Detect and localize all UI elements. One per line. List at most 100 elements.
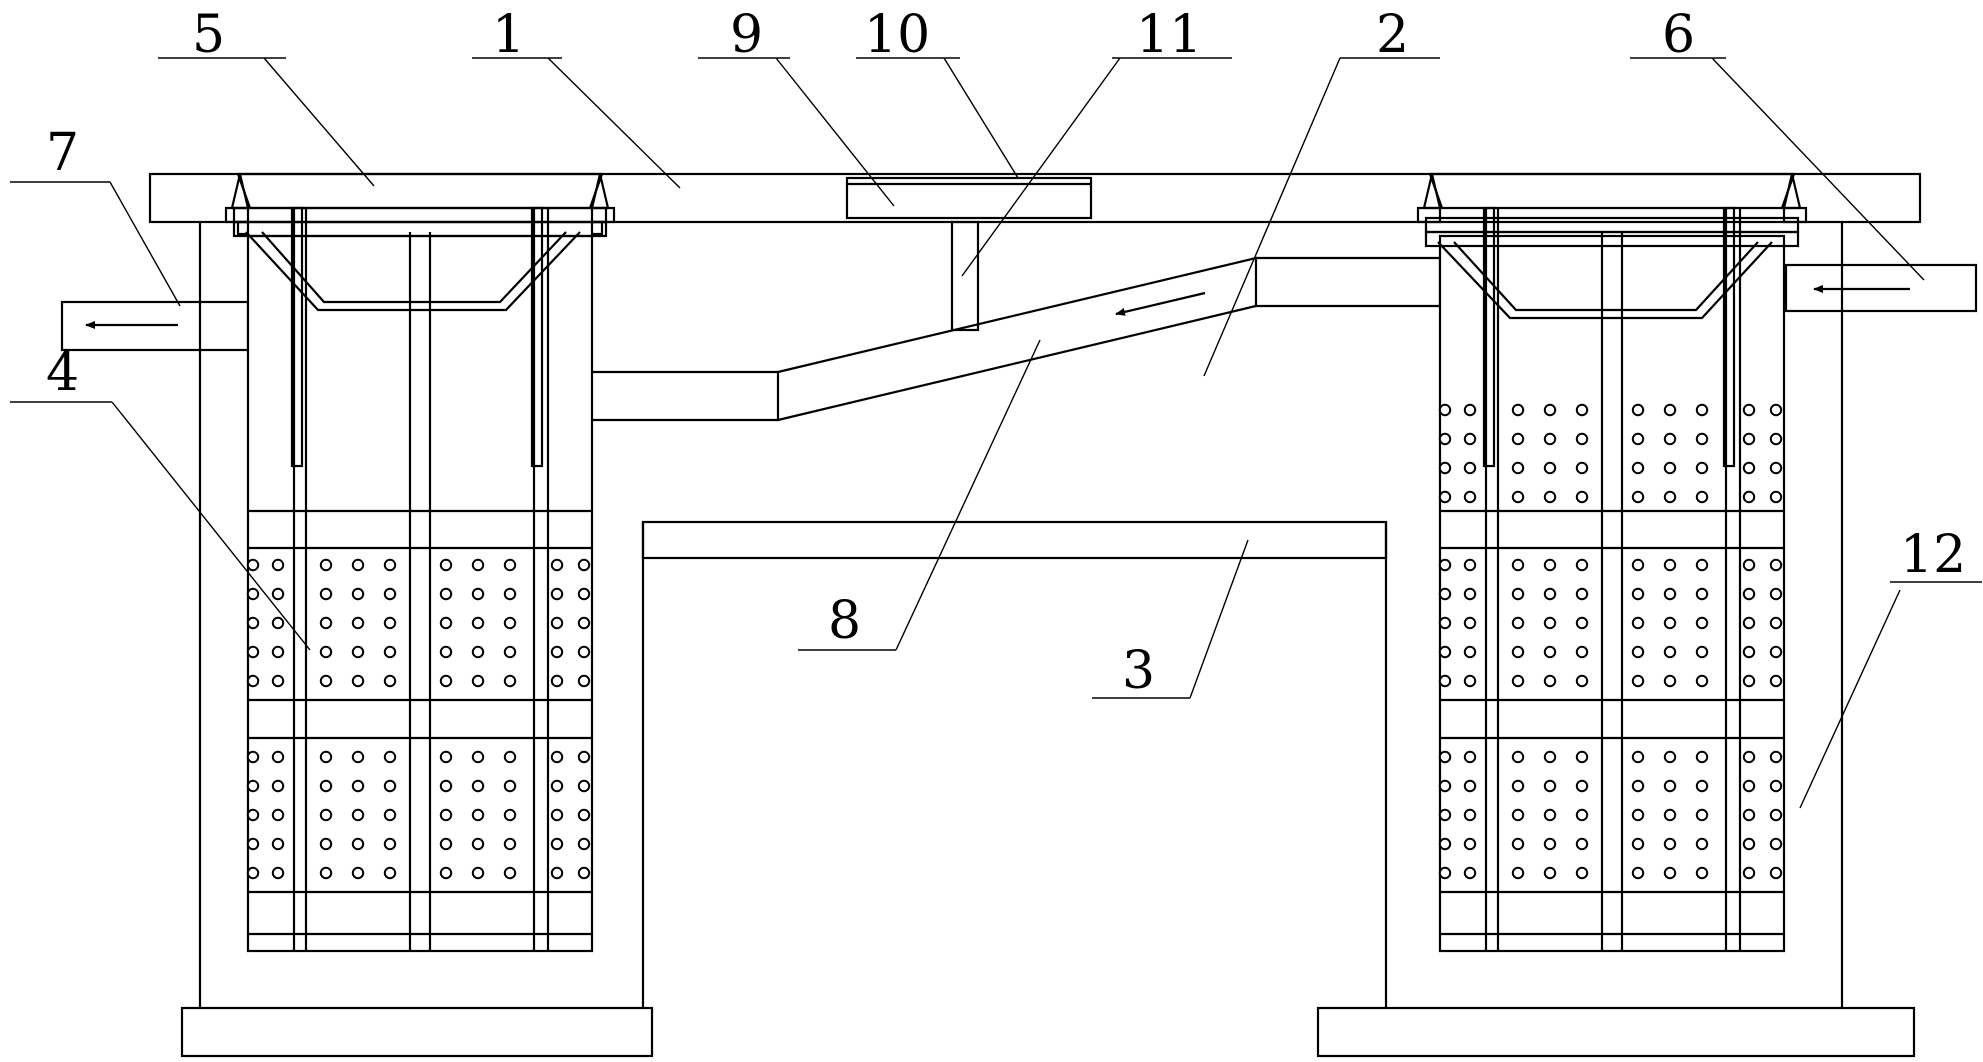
label-6: 6 xyxy=(1662,5,1695,65)
perforation-hole xyxy=(579,676,589,686)
perforation-hole xyxy=(1545,810,1555,820)
perforation-hole xyxy=(385,676,395,686)
perforation-hole xyxy=(1697,405,1707,415)
perforation-hole xyxy=(273,781,283,791)
perforation-hole xyxy=(1633,618,1643,628)
label-12: 12 xyxy=(1900,525,1966,585)
perforation-hole xyxy=(1744,492,1754,502)
perforation-hole xyxy=(552,810,562,820)
perforation-hole xyxy=(1440,752,1450,762)
perforation-hole xyxy=(473,618,483,628)
label-3: 3 xyxy=(1122,641,1155,701)
perforation-hole xyxy=(248,781,258,791)
perforation-hole xyxy=(1577,752,1587,762)
perforation-hole xyxy=(1577,647,1587,657)
perforation-hole xyxy=(1771,405,1781,415)
perforation-hole xyxy=(385,839,395,849)
perforation-hole xyxy=(273,647,283,657)
perforation-hole xyxy=(1633,405,1643,415)
perforation-hole xyxy=(1465,463,1475,473)
perforation-hole xyxy=(1744,647,1754,657)
perforation-hole xyxy=(1545,839,1555,849)
perforation-hole xyxy=(1771,868,1781,878)
perforation-hole xyxy=(579,868,589,878)
perforation-hole xyxy=(579,810,589,820)
perforation-hole xyxy=(552,589,562,599)
perforation-hole xyxy=(1577,618,1587,628)
perforation-hole xyxy=(1633,492,1643,502)
perforation-hole xyxy=(1513,868,1523,878)
perforation-hole xyxy=(473,752,483,762)
perforation-hole xyxy=(505,589,515,599)
perforation-hole xyxy=(385,560,395,570)
perforation-hole xyxy=(1465,405,1475,415)
perforation-hole xyxy=(1577,781,1587,791)
perforation-hole xyxy=(505,781,515,791)
perforation-hole xyxy=(1633,676,1643,686)
perforation-hole xyxy=(1697,647,1707,657)
label-8: 8 xyxy=(828,591,861,651)
perforation-hole xyxy=(1697,676,1707,686)
perforation-hole xyxy=(248,589,258,599)
perforation-hole xyxy=(473,839,483,849)
perforation-hole xyxy=(552,752,562,762)
perforation-hole xyxy=(1633,810,1643,820)
perforation-hole xyxy=(1465,868,1475,878)
perforation-hole xyxy=(1545,647,1555,657)
perforation-hole xyxy=(248,560,258,570)
perforation-hole xyxy=(1665,405,1675,415)
perforation-hole xyxy=(353,810,363,820)
perforation-hole xyxy=(441,781,451,791)
perforation-hole xyxy=(1633,647,1643,657)
perforation-hole xyxy=(353,676,363,686)
perforation-hole xyxy=(579,647,589,657)
perforation-hole xyxy=(1513,463,1523,473)
perforation-hole xyxy=(441,647,451,657)
perforation-hole xyxy=(1465,676,1475,686)
label-10: 10 xyxy=(864,5,930,65)
perforation-hole xyxy=(1440,589,1450,599)
perforation-hole xyxy=(579,560,589,570)
perforation-hole xyxy=(1545,752,1555,762)
perforation-hole xyxy=(1744,676,1754,686)
perforation-hole xyxy=(579,839,589,849)
perforation-hole xyxy=(473,781,483,791)
perforation-hole xyxy=(1633,560,1643,570)
perforation-hole xyxy=(321,618,331,628)
perforation-hole xyxy=(1771,676,1781,686)
label-4: 4 xyxy=(46,343,79,403)
perforation-hole xyxy=(321,810,331,820)
perforation-hole xyxy=(1771,492,1781,502)
perforation-hole xyxy=(1633,781,1643,791)
perforation-hole xyxy=(321,781,331,791)
perforation-hole xyxy=(1577,810,1587,820)
perforation-hole xyxy=(579,618,589,628)
perforation-hole xyxy=(1513,839,1523,849)
perforation-hole xyxy=(1771,810,1781,820)
perforation-hole xyxy=(1513,647,1523,657)
perforation-hole xyxy=(552,676,562,686)
perforation-hole xyxy=(273,810,283,820)
perforation-hole xyxy=(321,647,331,657)
perforation-hole xyxy=(1665,618,1675,628)
perforation-hole xyxy=(1545,676,1555,686)
perforation-hole xyxy=(552,781,562,791)
perforation-hole xyxy=(273,839,283,849)
perforation-hole xyxy=(353,647,363,657)
perforation-hole xyxy=(1771,434,1781,444)
perforation-hole xyxy=(1665,839,1675,849)
perforation-hole xyxy=(1744,589,1754,599)
connecting-pipe xyxy=(592,258,1440,420)
perforation-hole xyxy=(1665,492,1675,502)
perforation-hole xyxy=(552,618,562,628)
perforation-hole xyxy=(473,560,483,570)
perforation-hole xyxy=(1465,434,1475,444)
perforation-hole xyxy=(505,839,515,849)
perforation-hole xyxy=(1744,405,1754,415)
perforation-hole xyxy=(385,868,395,878)
perforation-hole xyxy=(1577,676,1587,686)
perforation-hole xyxy=(1697,781,1707,791)
perforation-hole xyxy=(1545,463,1555,473)
perforation-hole xyxy=(248,839,258,849)
perforation-hole xyxy=(505,560,515,570)
